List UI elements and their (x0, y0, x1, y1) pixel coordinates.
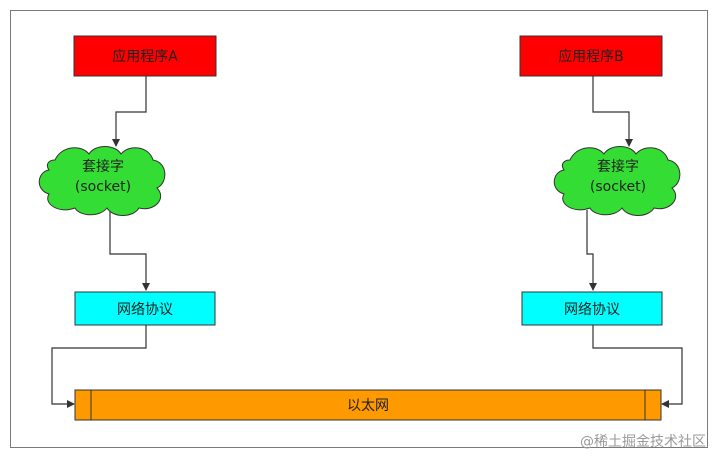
edge-net-a-to-ethernet (51, 324, 147, 408)
net-a-box (74, 291, 216, 326)
edge-app-a-to-socket-a (112, 76, 147, 147)
socket-b-label-line1: 套接字 (597, 158, 639, 175)
node-ethernet: 以太网 (74, 389, 662, 421)
edge-socket-a-to-net-a (109, 210, 150, 291)
net-b-label: 网络协议 (564, 302, 620, 318)
app-a-label: 应用程序A (112, 48, 178, 65)
node-app-b: 应用程序B (519, 35, 663, 77)
socket-a-label-line1: 套接字 (82, 158, 124, 175)
socket-b-cloud (553, 146, 681, 216)
node-net-b: 网络协议 (521, 291, 663, 326)
app-b-box (519, 35, 663, 77)
socket-a-label-line2: (socket) (75, 179, 131, 195)
net-b-box (521, 291, 663, 326)
app-b-label: 应用程序B (558, 48, 624, 65)
edges (51, 76, 683, 408)
socket-a-cloud (38, 146, 166, 216)
edge-app-b-to-socket-b (592, 76, 633, 147)
ethernet-bar (74, 389, 662, 421)
net-a-label: 网络协议 (117, 302, 173, 318)
node-net-a: 网络协议 (74, 291, 216, 326)
watermark-text: @稀土掘金技术社区 (580, 434, 706, 450)
edge-net-b-to-ethernet (592, 324, 683, 408)
diagram-frame (10, 10, 708, 448)
ethernet-label: 以太网 (347, 398, 389, 414)
node-socket-a: 套接字 (socket) (38, 146, 166, 216)
edge-socket-b-to-net-b (586, 210, 597, 291)
app-a-box (73, 35, 217, 77)
socket-b-label-line2: (socket) (590, 179, 646, 195)
node-app-a: 应用程序A (73, 35, 217, 77)
node-socket-b: 套接字 (socket) (553, 146, 681, 216)
